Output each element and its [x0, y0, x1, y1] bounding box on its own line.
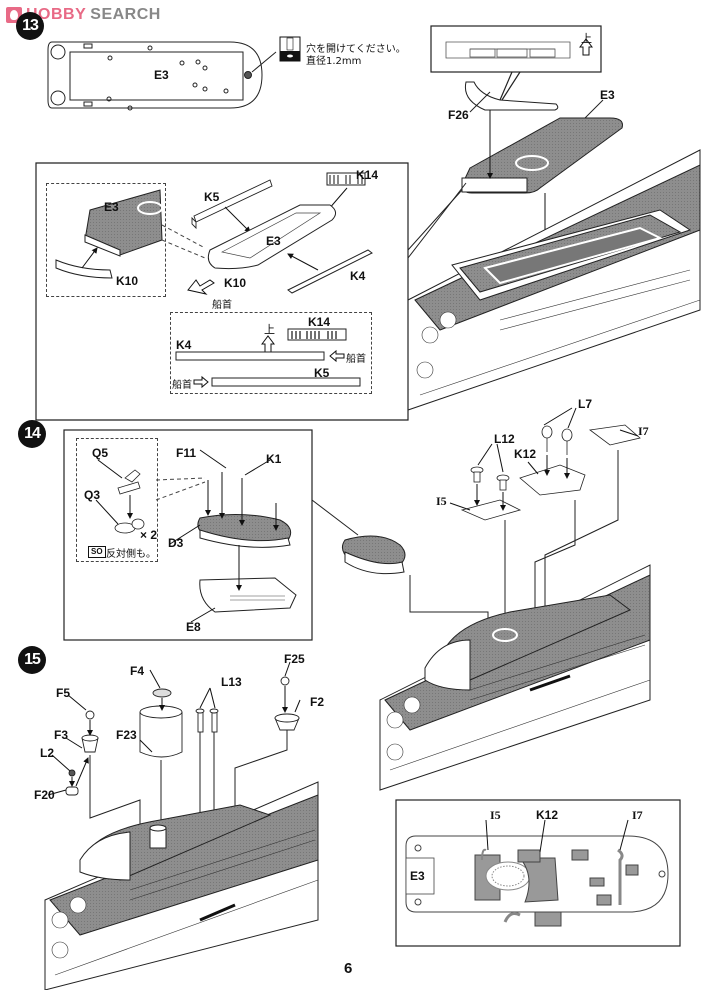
part-label-f20: F20: [34, 788, 55, 802]
drill-icon: [280, 37, 300, 61]
orientation-k5-bow-label: 船首: [172, 380, 192, 391]
part-label-e3-top: E3: [154, 68, 169, 82]
e3-k10-detail-box: [46, 183, 166, 297]
ship-hull-step14: [379, 564, 651, 791]
step-15-badge: 15: [18, 646, 46, 674]
orientation-k4-bow-label: 船首: [346, 354, 366, 365]
plan-label-i7: I7: [632, 808, 643, 822]
step-14-badge: 14: [18, 420, 46, 448]
left-arrow-icon: [194, 376, 208, 388]
e3-layout-plan: [405, 835, 669, 927]
part-label-l13: L13: [221, 675, 242, 689]
part-label-f5: F5: [56, 686, 71, 700]
part-label-k10-detail: K10: [116, 274, 139, 288]
ship-hull-step15: [44, 781, 319, 990]
part-label-q3: Q3: [84, 488, 101, 502]
ship-hull-step13: [407, 149, 701, 411]
part-label-k4: K4: [350, 269, 366, 283]
part-label-k5: K5: [204, 190, 220, 204]
part-label-f25: F25: [284, 652, 305, 666]
part-label-d3: D3: [168, 536, 184, 550]
orientation-label-k4: K4: [176, 338, 192, 352]
plan-label-k12: K12: [536, 808, 559, 822]
part-label-f26: F26: [448, 108, 469, 122]
right-arrow-icon: [330, 350, 344, 362]
part-label-e3-frame: E3: [266, 234, 281, 248]
e3-k10-detail: [55, 189, 163, 279]
part-label-l2: L2: [40, 746, 55, 760]
up-arrow-icon: [262, 336, 274, 352]
f26-inset-up-label: 上: [581, 32, 592, 45]
part-label-k14: K14: [356, 168, 379, 182]
quantity-multiplier: × 2: [140, 528, 158, 542]
part-label-e3-deck: E3: [600, 88, 615, 102]
up-arrow-icon: [580, 39, 592, 55]
part-label-q5: Q5: [92, 446, 109, 460]
orientation-detail-box: [170, 312, 372, 394]
drill-note-line1: 穴を開けてください。: [306, 44, 406, 55]
part-label-f4: F4: [130, 664, 145, 678]
watermark-brand-search: SEARCH: [90, 6, 161, 23]
part-label-e8: E8: [186, 620, 201, 634]
part-label-k10: K10: [224, 276, 247, 290]
orientation-label-k5: K5: [314, 366, 330, 380]
part-label-i7: I7: [638, 424, 649, 438]
page-number: 6: [344, 960, 353, 977]
bow-label: 船首: [212, 300, 232, 311]
part-label-f23: F23: [116, 728, 137, 742]
part-label-f2: F2: [310, 695, 325, 709]
drill-icon-graphic: [279, 36, 301, 62]
step-13-badge: 13: [16, 12, 44, 40]
part-label-f3: F3: [54, 728, 69, 742]
part-label-f11: F11: [176, 446, 197, 460]
so-badge: SO: [88, 546, 106, 558]
plan-label-i5: I5: [490, 808, 501, 822]
part-label-l7: L7: [578, 397, 593, 411]
bow-direction-arrow-icon: [186, 279, 214, 295]
part-label-k1: K1: [266, 452, 282, 466]
part-label-e3-detail: E3: [104, 200, 119, 214]
orientation-label-k14: K14: [308, 315, 331, 329]
so-note: 反対側も。: [106, 549, 156, 560]
q5-q3-detail-box: [76, 438, 158, 562]
drill-note-line2: 直径1.2mm: [306, 56, 362, 67]
part-label-i5: I5: [436, 494, 447, 508]
part-label-l12: L12: [494, 432, 515, 446]
orientation-up-label: 上: [264, 323, 275, 336]
part-label-k12: K12: [514, 447, 537, 461]
e3-top-view: [47, 41, 277, 111]
plan-label-e3: E3: [410, 869, 425, 883]
